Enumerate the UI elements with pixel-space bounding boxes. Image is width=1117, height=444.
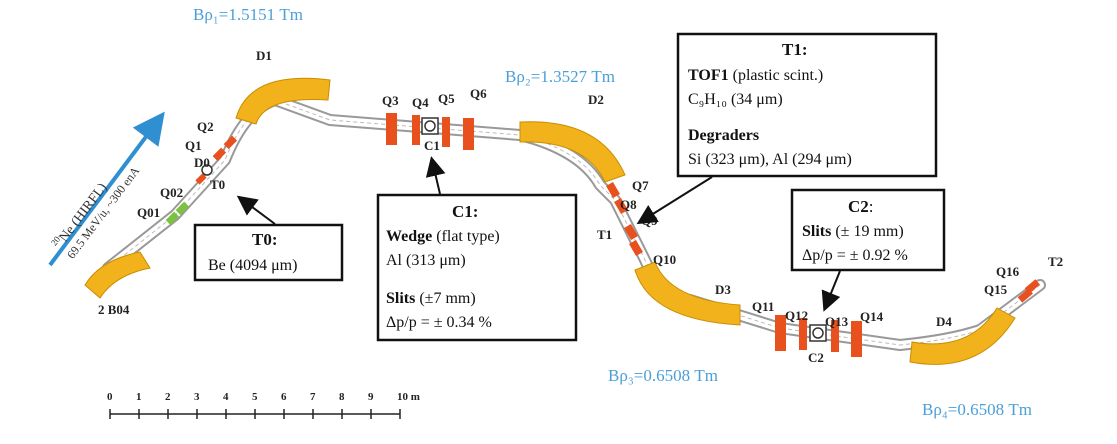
svg-text:Wedge (flat type): Wedge (flat type) [386, 228, 500, 245]
box-c2: C2: Slits (± 19 mm) Δp/p = ± 0.92 % [790, 188, 946, 312]
svg-text:Δp/p = ± 0.92 %: Δp/p = ± 0.92 % [802, 247, 908, 264]
quad-Q8 [614, 197, 628, 215]
svg-text:2 B04: 2 B04 [98, 302, 130, 317]
quad-Q6 [463, 118, 474, 150]
beam-arrow [48, 111, 165, 267]
chamber-T0 [201, 164, 213, 176]
svg-text:C1: C1 [424, 138, 440, 153]
svg-text:Al (313 μm): Al (313 μm) [386, 252, 466, 269]
svg-text:Q12: Q12 [785, 308, 808, 323]
quad-Q2 [223, 135, 238, 150]
element-labels: D1 D0 Q1 Q2 Q02 Q01 T0 2 B04 Q3 Q4 Q5 Q6… [98, 48, 1063, 365]
svg-text:D1: D1 [256, 48, 272, 63]
scale-tick-label: 10 m [397, 391, 420, 403]
quad-Q1 [212, 147, 227, 162]
svg-text:Q11: Q11 [752, 299, 774, 314]
quad-Q02 [175, 201, 190, 216]
svg-text:T2: T2 [1048, 254, 1063, 269]
svg-text:C2: C2 [808, 350, 824, 365]
svg-text:Q2: Q2 [197, 119, 214, 134]
scale-tick-label: 7 [310, 391, 316, 403]
quad-Q16 [1024, 279, 1040, 294]
svg-text:Bρ₁=1.5151 Tm: Bρ₁=1.5151 Tm [193, 5, 303, 24]
dipole-D3 [634, 261, 741, 326]
quad-Q14 [851, 321, 862, 357]
svg-text:Q02: Q02 [160, 185, 183, 200]
scale-bar: 0 1 2 3 4 5 6 7 8 9 10 m [107, 391, 420, 419]
svg-text:Q14: Q14 [860, 309, 884, 324]
quad-D0 [195, 173, 207, 185]
chambers [201, 117, 827, 342]
svg-text:T1: T1 [597, 227, 612, 242]
svg-text:Q01: Q01 [137, 205, 160, 220]
svg-text:T0:: T0: [252, 230, 278, 249]
svg-text:D4: D4 [936, 314, 952, 329]
svg-text:Si (323 μm), Al (294 μm): Si (323 μm), Al (294 μm) [688, 151, 852, 168]
scale-tick-label: 4 [223, 391, 229, 403]
svg-text:Q8: Q8 [620, 197, 637, 212]
svg-text:Slits (±7 mm): Slits (±7 mm) [386, 290, 476, 307]
quad-Q01 [165, 211, 180, 226]
svg-text:Q7: Q7 [632, 178, 649, 193]
quad-Q5 [442, 117, 450, 147]
rigidity-labels: Bρ₁=1.5151 Tm Bρ₂=1.3527 Tm Bρ₃=0.6508 T… [193, 5, 1032, 419]
svg-text:Q5: Q5 [438, 91, 455, 106]
scale-tick-label: 1 [136, 391, 142, 403]
svg-text:Δp/p = ± 0.34 %: Δp/p = ± 0.34 % [386, 314, 492, 331]
svg-text:D0: D0 [194, 155, 210, 170]
svg-text:Q6: Q6 [470, 86, 487, 101]
svg-text:C2:: C2: [848, 197, 874, 216]
svg-text:Degraders: Degraders [688, 127, 759, 144]
svg-text:D2: D2 [588, 92, 604, 107]
quad-Q7 [606, 181, 620, 199]
green-quadrupoles [165, 201, 190, 226]
svg-text:Bρ₂=1.3527 Tm: Bρ₂=1.3527 Tm [505, 67, 615, 86]
quad-Q3 [386, 113, 397, 145]
scale-tick-label: 3 [194, 391, 200, 403]
dipole-D1 [235, 77, 331, 125]
svg-text:Slits (± 19 mm): Slits (± 19 mm) [802, 223, 904, 240]
scale-tick-label: 5 [252, 391, 258, 403]
box-t1: T1: TOF1 (plastic scint.) C₉H₁₀ (34 μm) … [636, 32, 938, 225]
dipole-D2 [519, 121, 626, 183]
svg-text:Be (4094 μm): Be (4094 μm) [208, 257, 297, 274]
quad-Q9 [624, 223, 638, 241]
box-c1: C1: Wedge (flat type) Al (313 μm) Slits … [376, 156, 578, 342]
svg-text:T0: T0 [210, 177, 225, 192]
svg-text:Q15: Q15 [984, 282, 1008, 297]
svg-text:C1:: C1: [452, 202, 478, 221]
box-t0: T0: Be (4094 μm) [193, 195, 344, 282]
svg-text:C₉H₁₀ (34 μm): C₉H₁₀ (34 μm) [688, 91, 783, 108]
scale-tick-label: 9 [368, 391, 374, 403]
quad-Q12 [799, 318, 807, 350]
svg-text:Q10: Q10 [653, 252, 676, 267]
quad-Q4 [412, 115, 420, 145]
quad-Q10 [629, 239, 643, 257]
svg-text:Bρ₃=0.6508 Tm: Bρ₃=0.6508 Tm [608, 366, 718, 385]
svg-text:Q16: Q16 [996, 264, 1020, 279]
quad-Q13 [831, 320, 839, 352]
scale-tick-label: 6 [281, 391, 287, 403]
scale-tick-label: 8 [339, 391, 345, 403]
svg-text:Q3: Q3 [382, 93, 399, 108]
svg-text:Q4: Q4 [412, 95, 429, 110]
svg-text:D3: D3 [715, 282, 731, 297]
svg-text:Q13: Q13 [825, 314, 849, 329]
quadrupoles [195, 113, 1040, 357]
svg-text:TOF1 (plastic scint.): TOF1 (plastic scint.) [688, 67, 823, 84]
svg-text:T1:: T1: [782, 40, 808, 59]
svg-text:Bρ₄=0.6508 Tm: Bρ₄=0.6508 Tm [922, 400, 1032, 419]
quad-Q11 [775, 315, 786, 351]
scale-tick-label: 0 [107, 391, 113, 403]
svg-text:Q1: Q1 [185, 138, 202, 153]
dipole-B04 [84, 251, 151, 299]
dipole-D4 [909, 307, 1016, 365]
scale-tick-label: 2 [165, 391, 171, 403]
